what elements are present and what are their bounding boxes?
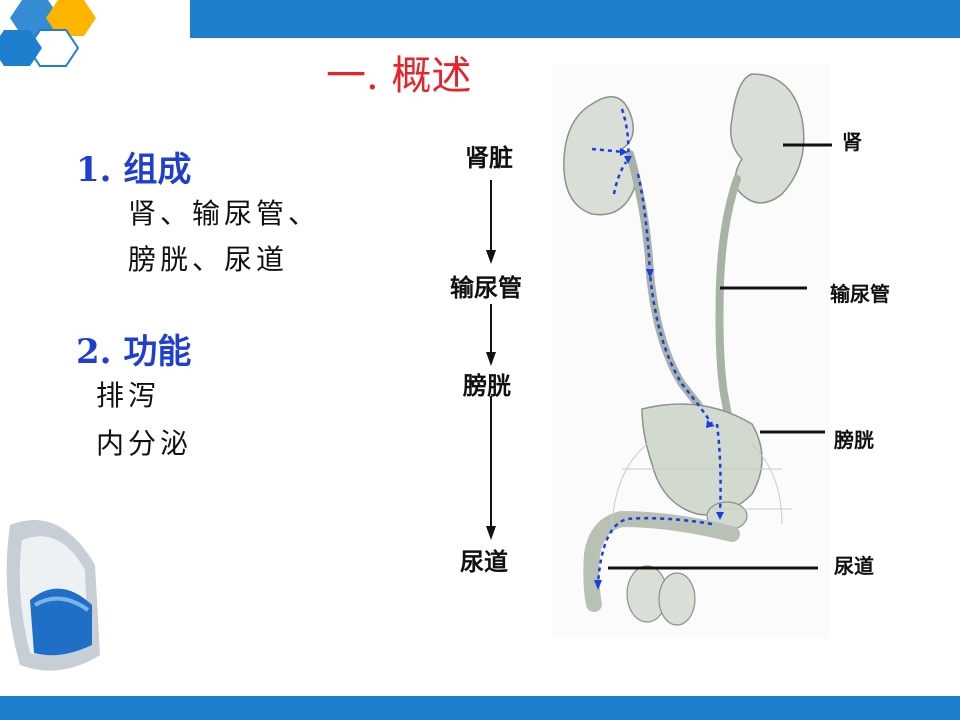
label-leader-lines [608, 143, 832, 570]
section-composition-heading: 1. 组成 [76, 150, 192, 190]
label-bladder: 膀胱 [834, 428, 874, 452]
section-function-heading: 2. 功能 [76, 332, 192, 372]
label-kidney: 肾 [842, 130, 862, 154]
flow-step-ureter: 输尿管 [450, 274, 522, 302]
composition-line-2: 膀胱、尿道 [128, 243, 289, 276]
flow-step-bladder: 膀胱 [463, 372, 511, 400]
flow-arrows [486, 180, 496, 540]
label-urethra: 尿道 [834, 554, 874, 578]
flow-step-urethra: 尿道 [460, 548, 508, 576]
slide-title: 一. 概述 [326, 53, 472, 99]
bottom-accent-bar [0, 696, 960, 720]
flow-step-kidney: 肾脏 [465, 144, 513, 172]
composition-line-1: 肾、输尿管、 [128, 197, 321, 230]
chair-graphic [6, 520, 101, 671]
top-accent-bar [190, 0, 960, 38]
label-ureter: 输尿管 [830, 282, 890, 306]
hexagon-logo-icon [0, 0, 96, 67]
function-line-1: 排泻 [96, 379, 161, 412]
function-line-2: 内分泌 [96, 427, 193, 460]
urinary-system-diagram [552, 64, 830, 638]
